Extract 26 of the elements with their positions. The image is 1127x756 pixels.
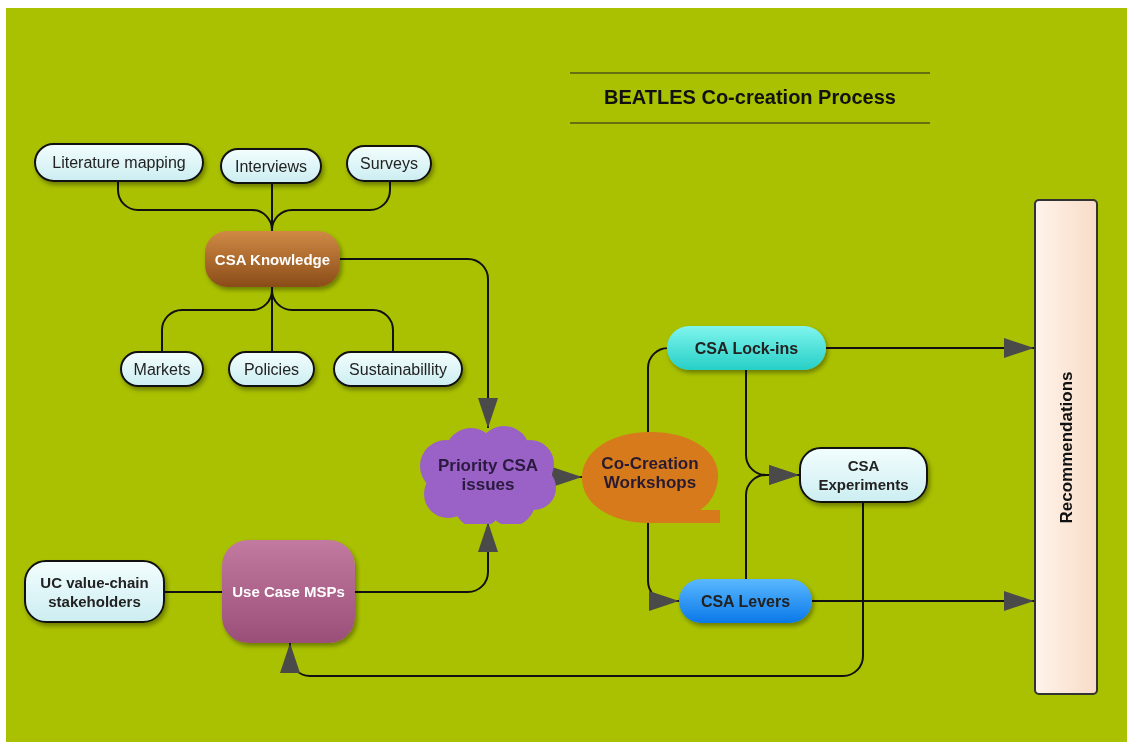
arrow (280, 502, 864, 677)
pill-box: Surveys (346, 145, 432, 182)
diagram-title: BEATLES Co-creation Process (603, 86, 897, 109)
pill-box: Sustainabillity (333, 351, 463, 387)
pill-box: CSA Lock-ins (667, 326, 826, 370)
pill-box: CSA Knowledge (205, 231, 340, 287)
arrow (552, 467, 583, 487)
pill-box: CSA Experiments (799, 447, 928, 503)
pill-box: UC value-chain stakeholders (24, 560, 165, 623)
node-label: Recommendations (1056, 370, 1076, 524)
node-label: Co-Creation Workshops (600, 454, 700, 492)
pill-box: Interviews (220, 148, 322, 184)
pill-box: Policies (228, 351, 315, 387)
arrow (825, 338, 1035, 358)
connector-line (164, 591, 223, 593)
arrow (339, 258, 498, 429)
rounded-box: Use Case MSPs (222, 540, 355, 643)
connector-line (271, 181, 391, 232)
pill-box: CSA Levers (679, 579, 812, 623)
arrow (811, 591, 1035, 611)
arrow (354, 521, 498, 593)
arrow (647, 521, 680, 611)
pill-box: Literature mapping (34, 143, 204, 182)
node-label: Priority CSA issues (436, 456, 540, 494)
recommendations-panel (1034, 199, 1098, 695)
pill-box: Markets (120, 351, 204, 387)
